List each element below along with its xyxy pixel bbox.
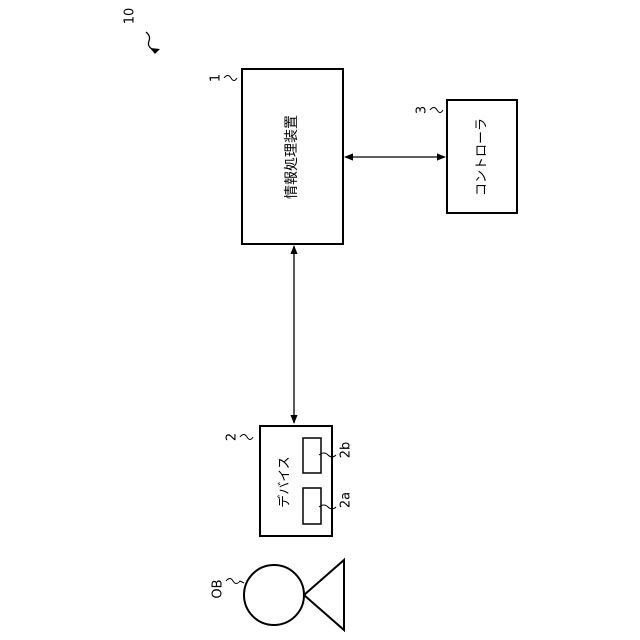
ref-info-device-leader	[224, 76, 237, 81]
ref-system-arrowhead	[150, 48, 160, 54]
object-head	[244, 565, 304, 625]
object-body	[304, 560, 344, 630]
ref-device: 2	[225, 433, 240, 441]
ref-sub-b: 2b	[339, 442, 354, 459]
ref-device-leader	[240, 435, 253, 440]
ref-object-leader	[226, 579, 244, 584]
ref-system-label: 10	[123, 8, 138, 25]
ref-controller-leader	[430, 108, 443, 113]
sub-component-2b	[303, 438, 321, 473]
info-device-label: 情報処理装置	[284, 115, 300, 199]
controller-label: コントローラ	[475, 118, 490, 196]
device-label: デバイス	[277, 456, 293, 508]
ref-info-device: 1	[209, 74, 224, 82]
ref-sub-a: 2a	[339, 492, 354, 508]
sub-component-2a	[303, 488, 321, 524]
ref-controller: 3	[415, 106, 430, 114]
ref-object: OB	[211, 579, 226, 598]
